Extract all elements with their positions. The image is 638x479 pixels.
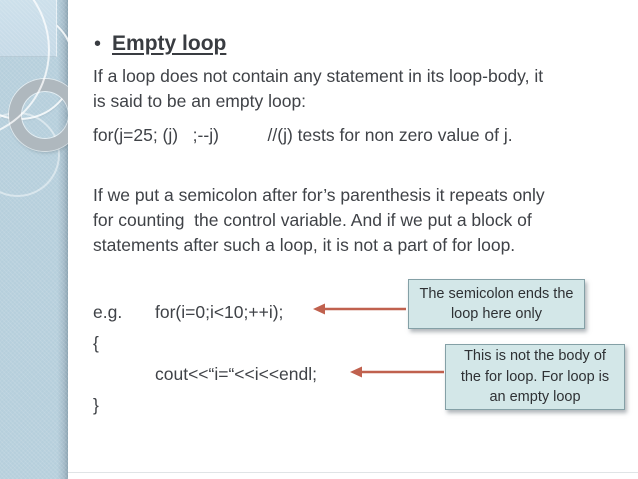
slide-bottom-edge (68, 472, 638, 473)
code-open-brace: { (93, 333, 99, 353)
callout-arrow-icon (350, 366, 444, 378)
paragraph-semicolon-explanation: If we put a semicolon after for’s parent… (93, 185, 545, 255)
slide-title: Empty loop (112, 32, 227, 55)
code-cout-statement: cout<<“i=“<<i<<endl; (155, 364, 317, 384)
paragraph-empty-loop-definition: If a loop does not contain any statement… (93, 66, 544, 111)
code-line-for-j: for(j=25; (j) ;--j) //(j) tests for non … (93, 125, 513, 145)
sidebar-top-square (0, 0, 57, 140)
title-row: • Empty loop (94, 30, 226, 58)
callout-text: The semicolon ends the loop here only (419, 285, 574, 323)
example-label: e.g. (93, 302, 123, 322)
callout-arrow-icon (313, 303, 406, 315)
callout-semicolon-ends-loop: The semicolon ends the loop here only (408, 279, 585, 329)
callout-text: This is not the body of the for loop. Fo… (460, 348, 610, 406)
title-bullet: • (94, 33, 102, 55)
callout-not-body-of-loop: This is not the body of the for loop. Fo… (445, 344, 625, 410)
code-for-statement: for(i=0;i<10;++i); (155, 302, 284, 322)
sidebar-decoration (0, 0, 68, 479)
code-close-brace: } (93, 395, 99, 415)
